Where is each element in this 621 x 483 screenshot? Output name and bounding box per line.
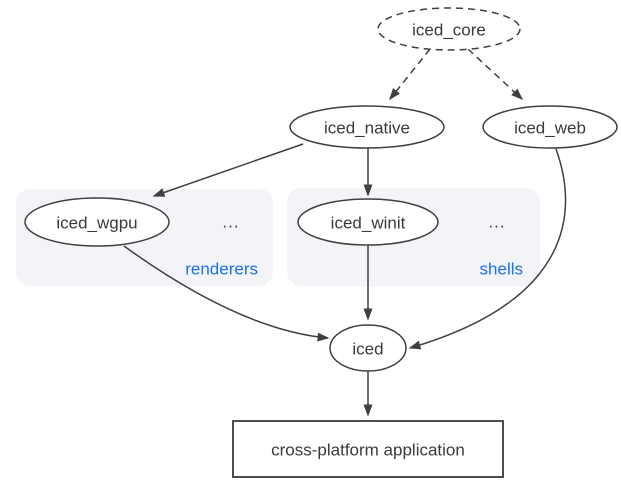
application-label: cross-platform application	[271, 441, 465, 460]
iced-winit-label: iced_winit	[331, 214, 406, 233]
iced-core-ellipse	[377, 7, 521, 51]
iced-web-ellipse	[482, 105, 618, 149]
shells-ellipsis: ...	[488, 213, 505, 232]
iced-wgpu-ellipse	[24, 197, 170, 247]
iced-ellipse	[329, 324, 407, 372]
edge-iced-web-to-iced	[408, 148, 567, 350]
iced-native-label: iced_native	[324, 119, 410, 138]
iced-native-ellipse	[289, 105, 445, 149]
node-iced-wgpu: iced_wgpu	[24, 197, 170, 247]
iced-web-label: iced_web	[514, 119, 586, 138]
edge-iced-core-to-iced-web	[467, 48, 524, 101]
iced-label: iced	[352, 340, 383, 359]
application-rect	[232, 420, 504, 478]
node-iced-web: iced_web	[482, 105, 618, 149]
node-iced-winit: iced_winit	[297, 198, 439, 246]
node-application: cross-platform application	[232, 420, 504, 478]
iced-wgpu-label: iced_wgpu	[56, 214, 137, 233]
edge-iced-native-to-iced-wgpu	[152, 143, 304, 197]
edges	[123, 48, 567, 417]
node-iced-native: iced_native	[289, 105, 445, 149]
node-iced: iced	[329, 324, 407, 372]
iced-core-label: iced_core	[412, 21, 486, 40]
edge-iced-wgpu-to-iced	[123, 245, 330, 342]
shells-group-label: shells	[480, 260, 523, 279]
edge-iced-core-to-iced-native	[389, 48, 431, 101]
renderers-ellipsis: ...	[222, 213, 239, 232]
node-iced-core: iced_core	[377, 7, 521, 51]
iced-winit-ellipse	[297, 198, 439, 246]
renderers-group-label: renderers	[185, 260, 258, 279]
